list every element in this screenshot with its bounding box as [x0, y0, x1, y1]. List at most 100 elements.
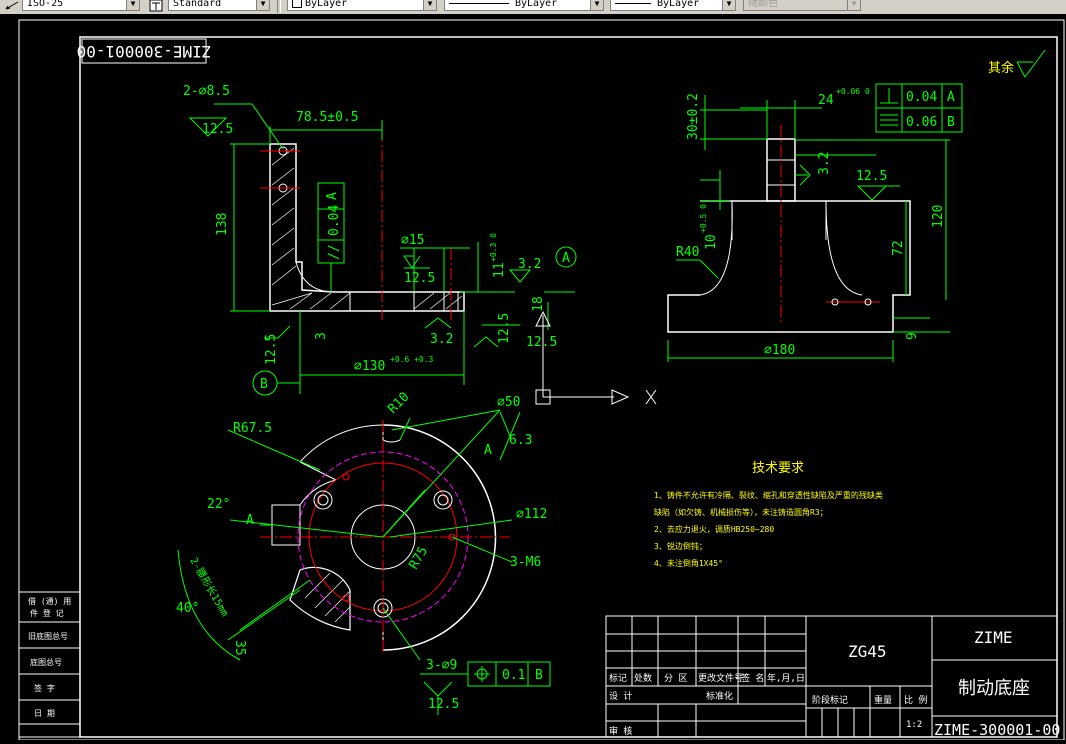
section-a-label: A [484, 443, 492, 458]
dim-35: 35 [232, 640, 247, 656]
thread-3-m6: 3-M6 [510, 555, 541, 570]
section-a-label-2: A [246, 513, 254, 528]
roughness-symbol [1016, 49, 1046, 78]
front-view [260, 130, 502, 320]
inner-frame [79, 36, 1058, 738]
roughness-rest-label: 其余 [988, 60, 1014, 76]
header-mark: 标记 [609, 672, 627, 684]
top-dims [177, 409, 551, 715]
side-row-1b: 件 登 记 [30, 608, 64, 618]
roughness-12-5-e: 12.5 [264, 334, 279, 365]
tech-title: 技术要求 [752, 461, 804, 476]
line-sample-icon [615, 2, 651, 4]
textstyle-icon[interactable] [148, 0, 164, 12]
chevron-down-icon[interactable]: ▼ [590, 0, 603, 10]
header-zone: 分 区 [664, 673, 687, 684]
side-row-4: 签 字 [34, 683, 55, 693]
header-sign: 签 名 [741, 672, 764, 684]
dim-24: 24 [818, 93, 834, 108]
dimstyle-dropdown[interactable]: ISO-25 ▼ [22, 0, 140, 11]
title-block [605, 615, 1058, 738]
dim-138: 138 [215, 213, 230, 236]
position-datum: B [535, 668, 543, 683]
side-view [667, 125, 911, 333]
dim-3: 3 [314, 332, 329, 340]
drawing-canvas[interactable]: ZIME-300001-00 其余 [0, 14, 1066, 741]
dim-9: 9 [905, 332, 920, 340]
symmetry-datum: B [947, 115, 955, 130]
roughness-3-2-a: 3.2 [518, 257, 541, 272]
dim-phi130-tol: +0.6 +0.3 [390, 355, 434, 364]
drawing-number: ZIME-300001-00 [934, 721, 1060, 739]
tech-line-5: 4、未注倒角1X45° [654, 558, 723, 568]
dim-10: 10 [704, 234, 719, 250]
dimstyle-icon[interactable] [4, 0, 20, 10]
plotstyle-dropdown[interactable]: 随颜色 ▼ [743, 0, 861, 11]
roughness-12-5-a: 12.5 [202, 122, 233, 137]
header-weight: 重量 [874, 694, 892, 706]
top-view [260, 420, 510, 655]
side-dims [667, 83, 963, 362]
side-block [18, 591, 81, 738]
perpendicularity-datum: A [947, 90, 955, 105]
tech-line-4: 3、锐边倒钝； [654, 541, 707, 551]
roughness-12-5-c: 12.5 [497, 313, 512, 344]
chevron-down-icon[interactable]: ▼ [847, 0, 860, 10]
material-label: ZG45 [848, 642, 887, 661]
dim-phi112: ⌀112 [516, 507, 547, 522]
side-row-2: 旧底图总号 [28, 631, 68, 641]
roughness-3-2-side: 3.2 [817, 152, 832, 175]
roughness-12-5-top: 12.5 [428, 697, 459, 712]
side-row-3: 底图总号 [30, 657, 62, 667]
lineweight-value: ByLayer [657, 0, 700, 9]
dim-r40: R40 [676, 245, 699, 260]
roughness-12-5-b: 12.5 [404, 271, 435, 286]
parallel-value: 0.04 [327, 205, 342, 236]
mirror-title-box [81, 38, 207, 64]
tech-line-3: 2、去应力退火，调质HB250~280 [654, 524, 774, 534]
properties-toolbar: ISO-25▼ Standard▼ ByLayer▼ ByLayer▼ ByLa… [0, 0, 1066, 15]
textstyle-dropdown[interactable]: Standard▼ [168, 0, 270, 11]
dim-22-deg: 22° [207, 497, 230, 512]
separator [277, 0, 281, 13]
dim-phi130: ⌀130 [354, 359, 385, 374]
color-value: ByLayer [305, 0, 348, 9]
color-dropdown[interactable]: ByLayer ▼ [287, 0, 437, 11]
chevron-down-icon[interactable]: ▼ [126, 0, 139, 10]
header-stage: 阶段标记 [812, 694, 848, 706]
mirror-title: ZIME-300001-00 [77, 42, 212, 61]
dim-120: 120 [931, 205, 946, 228]
roughness-12-5-d: 12.5 [526, 335, 557, 350]
chevron-down-icon[interactable]: ▼ [256, 0, 269, 10]
side-row-5: 日 期 [34, 709, 55, 718]
header-design: 设 计 [609, 690, 632, 702]
dim-r10: R10 [385, 390, 412, 417]
dim-phi180: ⌀180 [764, 343, 795, 358]
dimstyle-value: ISO-25 [27, 0, 64, 9]
dim-11-tol: +0.3 0 [489, 233, 498, 262]
company-label: ZIME [974, 628, 1013, 647]
color-swatch-icon [292, 0, 302, 8]
dim-phi50: ⌀50 [497, 395, 520, 410]
lineweight-dropdown[interactable]: ByLayer ▼ [610, 0, 736, 11]
plotstyle-value: 随颜色 [748, 0, 778, 9]
phi15-label: ⌀15 [401, 233, 424, 248]
datum-b-label: B [260, 377, 268, 392]
linetype-dropdown[interactable]: ByLayer▼ [444, 0, 604, 11]
holes-3x-label: 3-⌀9 [426, 658, 457, 673]
chevron-down-icon[interactable]: ▼ [423, 0, 436, 10]
perpendicularity-value: 0.04 [906, 90, 937, 105]
roughness-3-2-b: 3.2 [430, 332, 453, 347]
side-row-1: 借 (通) 用 [28, 596, 71, 606]
dim-78-5: 78.5±0.5 [296, 110, 359, 125]
roughness-6-3: 6.3 [509, 433, 532, 448]
chevron-down-icon[interactable]: ▼ [722, 0, 735, 10]
scale-value: 1:2 [906, 720, 922, 730]
dim-r75: R75 [406, 544, 431, 572]
front-dims [188, 103, 577, 396]
symmetry-value: 0.06 [906, 115, 937, 130]
header-date: 年,月,日 [767, 672, 805, 684]
header-count: 处数 [634, 672, 652, 684]
dim-24-tol: +0.06 0 [836, 87, 870, 96]
dim-r67-5: R67.5 [233, 421, 272, 436]
